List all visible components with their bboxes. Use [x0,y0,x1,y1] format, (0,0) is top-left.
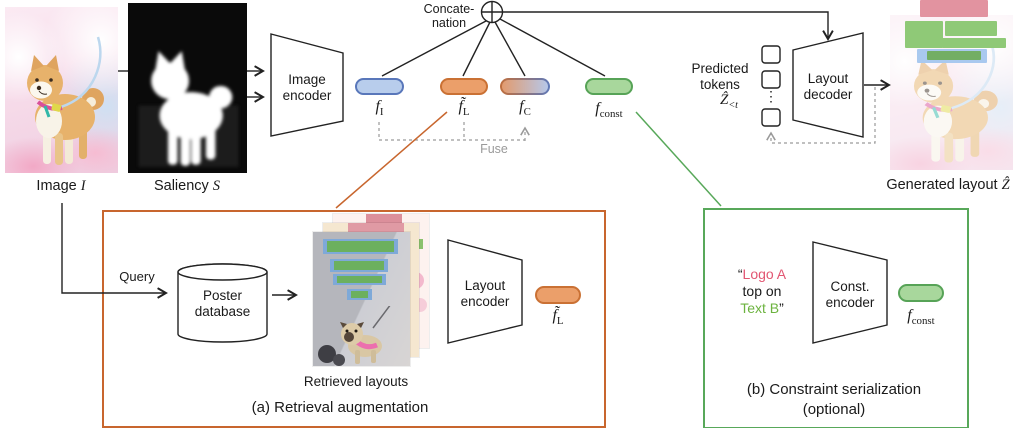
saliency-var: S [212,178,221,194]
layout-box-green-2 [945,21,997,36]
panel-b-caption-line1: (b) Constraint serialization [746,381,922,398]
predicted-tokens-symbol: Ẑ<t [682,92,776,111]
feature-label-f-layout-panel-a: f̃L [533,307,583,327]
predicted-tokens-line1: Predicted [691,61,749,76]
token-square [761,45,781,64]
f-concat-sub: C [523,106,531,119]
input-image-label-text: Image [36,178,77,194]
layout-encoder-shape [447,239,523,344]
feature-pill-concat [500,78,550,95]
panel-b-caption: (b) Constraint serialization (optional) [714,380,954,419]
concat-line-fi [381,20,487,77]
feature-pill-const [585,78,633,95]
query-arrow [61,203,166,293]
vertical-ellipsis-icon: ⋮ [764,88,778,104]
predicted-tokens-label: Predicted tokens [673,61,767,92]
layout-box-green-4 [927,51,981,60]
f-const-sub: const [599,108,623,121]
layout-box-green-1 [905,21,943,48]
panel-a-caption: (a) Retrieval augmentation [251,399,429,416]
autoregressive-feedback-arrow [771,87,876,144]
layout-box-green-3 [942,38,1006,48]
text-b-text: Text B [740,300,780,316]
fconst-to-panel-b-line [635,111,722,207]
concat-line-fconst [499,18,606,77]
panel-b-f-sub: const [911,315,935,328]
layout-bar [333,274,386,285]
concatenation-line2: nation [431,16,467,31]
query-label: Query [119,269,155,284]
layout-box-pink [920,0,988,17]
layout-encoder-label: Layout encoder [460,278,510,309]
f-layout-symbol: f̃ [458,98,463,115]
saliency-label-text: Saliency [153,178,209,194]
f-const-symbol: f [595,100,600,117]
concatenation-line1: Concate- [423,2,475,16]
panel-a-f-sub: L [556,315,564,328]
z-hat-sub: <t [728,100,739,111]
close-quote: ” [779,300,784,316]
database-icon-top [177,263,268,281]
f-image-sub: I [379,106,384,119]
const-encoder-shape [812,241,888,344]
poster-chip [366,214,402,224]
panel-b-f-symbol: f [907,307,912,324]
constraint-line-3: Text B” [712,300,812,317]
pug-dog-illustration [318,306,391,366]
layout-bar [347,289,372,300]
layout-bar [330,259,388,272]
panel-a-f-symbol: f̃ [552,307,557,324]
predicted-tokens-line2: tokens [700,76,740,92]
input-image [5,7,118,173]
concat-line-fl [462,21,491,77]
constraint-text: “Logo A top on Text B” [712,266,812,317]
token-square [761,108,781,127]
generated-layout-var: Ẑ [1001,177,1010,193]
f-layout-sub: L [462,106,470,119]
feature-label-f-concat: fC [500,98,550,118]
feature-pill-layout [440,78,488,95]
layout-decoder-label: Layout decoder [803,71,853,102]
const-encoder-label: Const. encoder [825,279,875,310]
database-label: Poster database [194,288,251,319]
poster-chip [348,223,404,233]
input-image-var: I [80,178,86,194]
open-quote: “ [737,266,743,282]
panel-b-caption-line2: (optional) [802,400,866,418]
layout-bar [323,239,398,254]
feature-pill-layout-panel-a [535,286,581,304]
feature-label-f-layout: f̃L [440,98,488,118]
z-hat-symbol: Ẑ [719,92,729,108]
feature-pill-image [355,78,404,95]
token-square [761,70,781,89]
f-concat-symbol: f [519,98,524,115]
retrieved-layouts-label: Retrieved layouts [303,374,409,389]
fl-to-panel-a-line [335,111,448,209]
layout-decoder-shape [792,32,864,138]
generated-layout-label-text: Generated layout [886,177,998,193]
logo-a-text: Logo A [742,266,787,282]
concat-to-decoder-arrow [502,11,829,39]
constraint-line-1: “Logo A [712,266,812,283]
concatenation-label: Concate- nation [418,2,480,31]
feature-label-f-const: fconst [577,100,641,120]
fuse-label: Fuse [480,142,508,156]
feature-label-f-image: fI [355,98,404,118]
f-image-symbol: f [375,98,380,115]
fuse-bracket [378,122,525,141]
concat-line-fc [494,21,526,77]
image-encoder-shape [270,33,344,137]
retrieved-poster-front [313,232,410,366]
feature-pill-const-panel-b [898,284,944,302]
saliency-map [128,3,247,173]
constraint-line-2: top on [742,283,782,299]
feature-label-f-const-panel-b: fconst [890,307,952,327]
image-encoder-label: Image encoder [282,72,332,103]
saliency-silhouette [128,3,247,173]
